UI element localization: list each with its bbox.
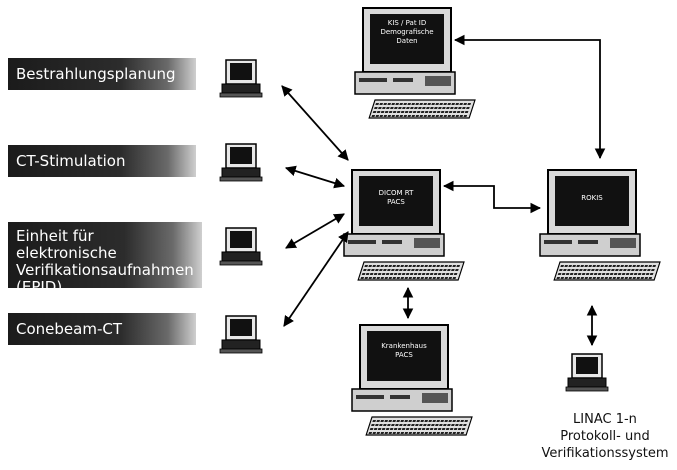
linac-caption-line1: LINAC 1-n (573, 412, 637, 427)
rokis-screen-text: ROKIS (581, 194, 603, 202)
dicom-screen-line1: DICOM RT (379, 189, 414, 197)
krankenhaus-screen-line1: Krankenhaus (381, 342, 427, 350)
linac-caption-line3: Verifikationssystem (541, 446, 669, 461)
label-epid-text: Einheit für elektronische Verifikationsa… (16, 228, 194, 296)
label-epid-line3: (EPID) (16, 278, 63, 296)
label-bestrahlungsplanung-text: Bestrahlungsplanung (16, 64, 176, 83)
linac-caption: LINAC 1-n Protokoll- und Verifikationssy… (540, 411, 670, 462)
label-bestrahlungsplanung: Bestrahlungsplanung (8, 58, 196, 90)
workstation-icon (219, 59, 263, 98)
label-epid: Einheit für elektronische Verifikationsa… (8, 222, 202, 296)
krankenhaus-screen-line2: PACS (395, 351, 413, 359)
label-epid-line1: Einheit für elektronische (16, 227, 117, 262)
kis-screen-line1: KIS / Pat ID (388, 19, 427, 27)
kis-screen-line2: Demografische (380, 28, 433, 36)
label-ct-stimulation: CT-Stimulation (8, 145, 196, 177)
linac-caption-line2: Protokoll- und (560, 429, 650, 444)
arrow-kis-rokis (453, 34, 606, 160)
label-conebeam-ct-text: Conebeam-CT (16, 319, 122, 338)
linac-workstation-icon (565, 353, 609, 392)
workstation-icon (219, 143, 263, 182)
arrow-bestrahlung-dicom (281, 85, 349, 161)
arrow-ct-dicom (284, 165, 346, 189)
kis-screen-line3: Daten (396, 37, 417, 45)
workstation-icon (219, 315, 263, 354)
arrow-dicom-rokis (442, 180, 542, 214)
label-ct-stimulation-text: CT-Stimulation (16, 151, 126, 170)
dicom-screen-line2: PACS (387, 198, 405, 206)
label-conebeam-ct: Conebeam-CT (8, 313, 196, 345)
arrow-conebeam-dicom (283, 231, 349, 327)
rokis-workstation-icon (539, 169, 661, 281)
label-epid-line2: Verifikationsaufnahmen (16, 261, 194, 279)
workstation-icon (219, 227, 263, 266)
arrow-epid-dicom (285, 213, 345, 249)
